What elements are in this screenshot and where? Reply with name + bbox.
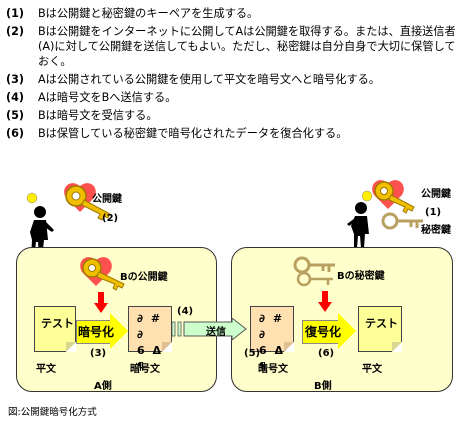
send-arrow	[172, 318, 247, 342]
plaintext-label-b: 平文	[362, 364, 382, 375]
plaintext-document-b: テスト	[358, 306, 402, 352]
step4-label: (4)	[177, 306, 194, 317]
step3-label: (3)	[90, 348, 107, 359]
side-a-label: A側	[94, 381, 112, 392]
secret-key-label: 秘密鍵	[421, 225, 451, 236]
send-label: 送信	[206, 327, 226, 338]
step-item: (2)Bは公開鍵をインターネットに公開してAは公開鍵を取得する。または、直接送信…	[6, 25, 456, 68]
b-secret-key-icon	[293, 256, 335, 287]
public-key-icon	[64, 183, 111, 221]
step2-label: (2)	[102, 213, 119, 224]
side-b-label: B側	[314, 381, 332, 392]
step-item: (3)Aは公開されている公開鍵を使用して平文を暗号文へと暗号化する。	[6, 73, 381, 86]
step-list: (1)Bは公開鍵と秘密鍵のキーペアを生成する。 (2)Bは公開鍵をインターネット…	[6, 6, 461, 144]
down-arrow-decrypt	[318, 291, 332, 312]
person-b-icon	[347, 190, 373, 248]
step5-label: (5)	[244, 348, 261, 359]
ciphertext-document-a: ∂ # ∂ 6 Δ ¶	[128, 306, 172, 373]
decrypt-arrow: 復号化	[302, 313, 356, 349]
secret-key-top-icon	[381, 212, 423, 230]
step-item: (4)Aは暗号文をBへ送信する。	[6, 91, 177, 104]
public-key-label-right: 公開鍵	[421, 189, 451, 200]
b-secret-key-label: Bの秘密鍵	[337, 271, 385, 282]
b-public-key-icon	[80, 257, 125, 291]
ciphertext-label-a: 暗号文	[130, 364, 160, 375]
plaintext-label-a: 平文	[36, 364, 56, 375]
step-item: (5)Bは暗号文を受信する。	[6, 109, 158, 122]
step1-label: (1)	[425, 207, 442, 218]
ciphertext-document-b: ∂ # ∂ 6 Δ ¶	[250, 306, 294, 373]
down-arrow-encrypt	[94, 292, 108, 313]
public-key-label: 公開鍵	[92, 194, 122, 205]
step6-label: (6)	[318, 348, 335, 359]
step-item: (1)Bは公開鍵と秘密鍵のキーペアを生成する。	[6, 7, 259, 20]
b-public-key-label: Bの公開鍵	[120, 272, 168, 283]
figure-caption: 図:公開鍵暗号化方式	[8, 407, 97, 418]
b-public-key-top-icon	[372, 180, 415, 214]
encrypt-arrow: 暗号化	[76, 313, 128, 349]
plaintext-document-a: テスト	[34, 306, 76, 352]
step-item: (6)Bは保管している秘密鍵で暗号化されたデータを復合化する。	[6, 127, 348, 140]
ciphertext-label-b: 暗号文	[258, 364, 288, 375]
